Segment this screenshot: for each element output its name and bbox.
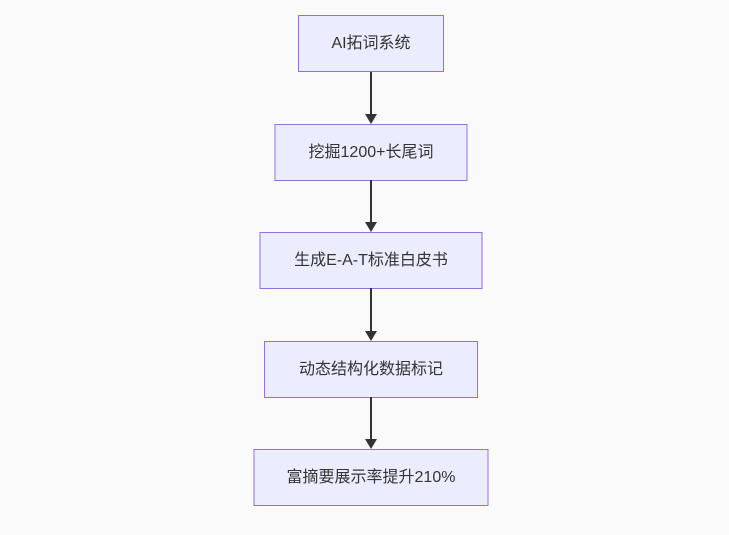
flowchart-node-ai-word-expansion: AI拓词系统 bbox=[298, 15, 444, 72]
flow-arrow-line-1 bbox=[370, 72, 372, 114]
flow-arrow-line-3 bbox=[370, 288, 372, 331]
flow-arrow-line-4 bbox=[370, 397, 372, 439]
flowchart-node-structured-data-markup: 动态结构化数据标记 bbox=[264, 341, 478, 398]
node-label: 动态结构化数据标记 bbox=[298, 360, 443, 378]
arrow-down-icon bbox=[365, 222, 377, 232]
arrow-down-icon bbox=[365, 439, 377, 449]
node-label: 生成E-A-T标准白皮书 bbox=[294, 251, 448, 269]
arrow-down-icon bbox=[365, 331, 377, 341]
flowchart-node-rich-snippet-result: 富摘要展示率提升210% bbox=[253, 449, 489, 506]
node-label: 挖掘1200+长尾词 bbox=[308, 143, 434, 161]
flowchart-node-longtail-mining: 挖掘1200+长尾词 bbox=[274, 124, 468, 181]
flowchart-node-eat-whitepaper: 生成E-A-T标准白皮书 bbox=[259, 232, 483, 289]
node-label: 富摘要展示率提升210% bbox=[286, 468, 456, 486]
node-label: AI拓词系统 bbox=[331, 34, 411, 52]
arrow-down-icon bbox=[365, 114, 377, 124]
flow-arrow-line-2 bbox=[370, 180, 372, 222]
